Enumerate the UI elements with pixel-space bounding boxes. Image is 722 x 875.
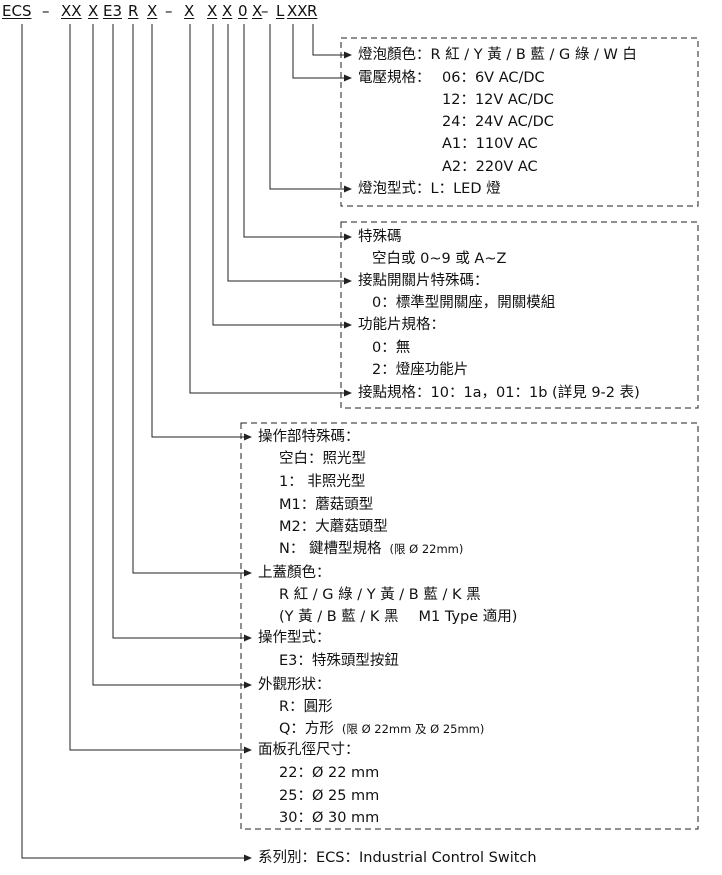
code-op-special: X — [147, 2, 158, 20]
cap-color-label: 上蓋顏色： — [258, 565, 331, 581]
voltage-label: 電壓規格： — [358, 70, 431, 86]
code-function-piece: X — [207, 2, 218, 20]
bulb-color-label: 燈泡顏色：R 紅 / Y 黃 / B 藍 / G 綠 / W 白 — [358, 47, 637, 63]
cap-color-option: R 紅 / G 綠 / Y 黃 / B 藍 / K 黑 — [279, 587, 481, 603]
code-prefix: ECS — [2, 2, 32, 20]
code-shape: X — [88, 2, 99, 20]
voltage-option: 12：12V AC/DC — [442, 92, 554, 108]
arrowhead — [244, 433, 252, 441]
leader-contact-special — [227, 24, 345, 282]
arrowhead — [244, 746, 252, 754]
arrowhead — [344, 233, 352, 241]
arrowhead — [244, 854, 252, 862]
arrowhead — [244, 681, 252, 689]
arrowhead — [344, 185, 352, 193]
arrowhead — [344, 277, 352, 285]
code-dash: – — [42, 2, 50, 20]
series-label: 系列別：ECS：Industrial Control Switch — [258, 850, 537, 866]
code-special: 0 — [238, 2, 248, 20]
arrowhead — [244, 634, 252, 642]
voltage-option: A1：110V AC — [442, 136, 538, 152]
leader-panel-hole — [69, 24, 245, 751]
code-bulb-type: L — [276, 2, 285, 20]
code-cap-color: R — [128, 2, 139, 20]
op-special-option: 1： 非照光型 — [279, 474, 366, 490]
special-code-value: 空白或 0~9 或 A~Z — [372, 251, 507, 267]
op-special-option: 空白：照光型 — [279, 451, 366, 467]
cap-color-note-tail: M1 Type 適用) — [418, 609, 518, 625]
shape-option: R：圓形 — [279, 699, 333, 715]
contact-label: 接點規格：10：1a，01：1b (詳見 9-2 表) — [358, 385, 640, 401]
function-piece-option: 0：無 — [372, 340, 411, 356]
code-contact: X — [184, 2, 195, 20]
code-special-2: X — [252, 2, 263, 20]
op-special-n-text: N： 鍵槽型規格 — [279, 541, 382, 557]
voltage-option: 06：6V AC/DC — [442, 70, 545, 86]
code-bulb-color: R — [307, 2, 318, 20]
contact-special-value: 0：標準型開關座，開關模組 — [372, 295, 556, 311]
leader-bulb-color — [312, 24, 345, 56]
voltage-option: A2：220V AC — [442, 159, 538, 175]
op-special-n-note: (限 Ø 22mm) — [389, 542, 464, 556]
shape-option-q: Q：方形 (限 Ø 22mm 及 Ø 25mm) — [279, 718, 484, 740]
op-special-option-n: N： 鍵槽型規格 (限 Ø 22mm) — [279, 538, 463, 560]
function-piece-option: 2：燈座功能片 — [372, 362, 469, 378]
panel-hole-option: 30：Ø 30 mm — [279, 810, 380, 826]
function-piece-label: 功能片規格： — [358, 317, 445, 333]
dashed-boxes — [240, 37, 699, 830]
shape-label: 外觀形狀： — [258, 677, 331, 693]
dashed-box-contact — [340, 221, 699, 409]
code-voltage: XX — [287, 2, 308, 20]
contact-special-label: 接點開關片特殊碼： — [358, 273, 489, 289]
voltage-option: 24：24V AC/DC — [442, 114, 554, 130]
arrowhead — [344, 51, 352, 59]
op-type-label: 操作型式： — [258, 630, 331, 646]
leader-series — [21, 24, 245, 859]
arrowheads — [244, 51, 352, 862]
leader-voltage — [292, 24, 345, 79]
panel-hole-option: 25：Ø 25 mm — [279, 788, 380, 804]
op-type-value: E3：特殊頭型按鈕 — [279, 653, 399, 669]
arrowhead — [244, 569, 252, 577]
op-special-option: M2：大蘑菇頭型 — [279, 519, 388, 535]
dashed-box-operator — [240, 422, 699, 830]
leader-bulb-type — [269, 24, 345, 190]
code-dash: – — [261, 2, 269, 20]
dashed-box-bulb — [340, 37, 699, 207]
arrowhead — [344, 389, 352, 397]
bulb-type-label: 燈泡型式：L：LED 燈 — [358, 181, 501, 197]
leader-lines — [21, 24, 345, 859]
leader-op-type — [112, 24, 245, 639]
cap-color-note: (Y 黃 / B 藍 / K 黑 M1 Type 適用) — [279, 606, 517, 628]
code-contact-special: X — [222, 2, 233, 20]
arrowhead — [344, 74, 352, 82]
special-code-label: 特殊碼 — [358, 229, 402, 245]
op-special-label: 操作部特殊碼： — [258, 429, 360, 445]
cap-color-note-text: (Y 黃 / B 藍 / K 黑 — [279, 609, 399, 625]
shape-q-text: Q：方形 — [279, 721, 334, 737]
code-op-type: E3 — [103, 2, 123, 20]
code-dash: – — [165, 2, 173, 20]
leader-contact — [189, 24, 345, 394]
shape-q-note: (限 Ø 22mm 及 Ø 25mm) — [341, 722, 485, 736]
leader-op-special — [151, 24, 245, 438]
panel-hole-label: 面板孔徑尺寸： — [258, 742, 360, 758]
leader-special-code — [243, 24, 345, 238]
arrowhead — [344, 321, 352, 329]
code-panel-hole: XX — [61, 2, 82, 20]
panel-hole-option: 22：Ø 22 mm — [279, 765, 380, 781]
leader-function-piece — [212, 24, 345, 326]
leader-cap-color — [132, 24, 245, 574]
op-special-option: M1：蘑菇頭型 — [279, 497, 374, 513]
leader-shape — [92, 24, 245, 686]
